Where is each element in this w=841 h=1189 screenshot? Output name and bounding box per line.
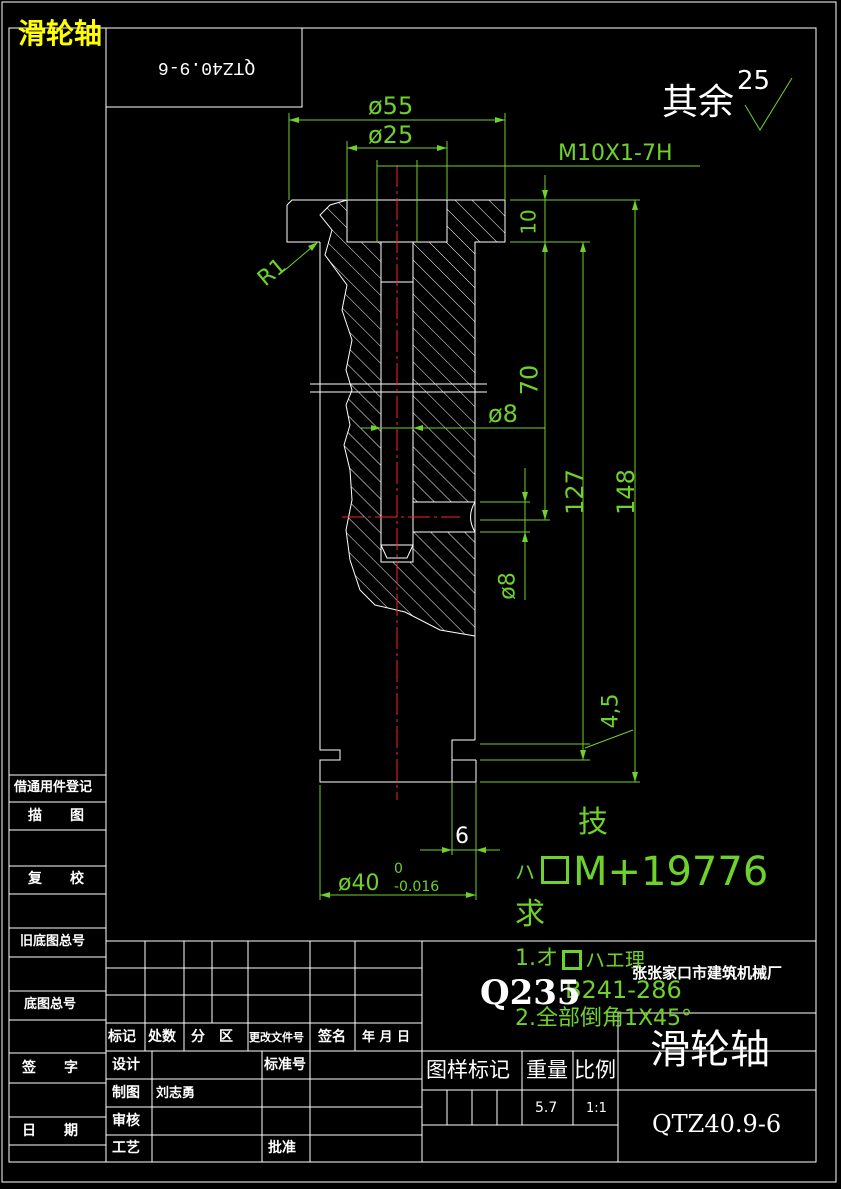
dim-dia8-b: ø8: [495, 572, 521, 600]
dim-dia40: ø40: [338, 871, 380, 896]
tb-pattern-mark: 图样标记: [426, 1058, 510, 1082]
tb-drafted: 制图: [112, 1085, 140, 1101]
title-block-grid: [106, 940, 816, 1162]
tech-note-4: 求: [515, 897, 545, 932]
dim-127: 127: [560, 469, 589, 515]
tb-count: 处数: [148, 1029, 176, 1045]
part-name: 滑轮轴: [650, 1027, 770, 1073]
cross-hole-cap: [470, 501, 476, 533]
tb-mark: 标记: [108, 1029, 136, 1045]
drawing-number: QTZ40.9-6: [652, 1110, 782, 1138]
label-date: 日 期: [22, 1123, 78, 1139]
tb-weight-value: 5.7: [535, 1100, 558, 1116]
dim-70: 70: [515, 364, 544, 396]
left-column-grid: [9, 774, 106, 1146]
label-borrowed: 借通用件登记: [14, 780, 93, 795]
dim-148: 148: [611, 469, 640, 515]
tb-drafter: 刘志勇: [156, 1086, 196, 1101]
dimension-lines: [284, 77, 793, 900]
dim-6: 6: [455, 824, 469, 849]
tb-zone: 分 区: [191, 1029, 233, 1045]
tb-signature: 签名: [318, 1029, 346, 1045]
dim-dia55: ø55: [368, 92, 414, 120]
tb-date: 年 月 日: [362, 1030, 411, 1045]
center-lines: [342, 165, 460, 800]
dim-dia25: ø25: [368, 121, 414, 149]
note-line3: 2.全部倒角1X45°: [515, 1006, 693, 1031]
missing-glyph-box-2: [562, 950, 582, 970]
dim-4-5: 4,5: [598, 693, 624, 729]
note-line1b: ハエ理: [585, 948, 645, 972]
stamp-code: QTZ40.9-6: [158, 57, 256, 77]
company-name: 张张家口市建筑机械厂: [632, 964, 783, 982]
stamp-box: [105, 27, 303, 108]
tb-scale: 比例: [574, 1058, 616, 1082]
label-sign: 签 字: [22, 1060, 78, 1076]
arrowheads: [289, 117, 638, 898]
note-line2: B241-286: [565, 976, 682, 1004]
tech-note-1: 技: [578, 805, 608, 840]
tb-process: 工艺: [112, 1140, 140, 1156]
label-review: 复 校: [28, 871, 84, 887]
roughness-value: 25: [737, 66, 771, 96]
tech-note-2: ハ: [515, 860, 535, 884]
label-illustration: 描 图: [28, 808, 84, 824]
dim-dia8-a: ø8: [488, 400, 518, 428]
inner-border: [8, 27, 817, 1163]
tb-check: 审核: [112, 1113, 140, 1129]
tb-scale-value: 1:1: [586, 1101, 607, 1116]
tech-note-3: M+19776: [573, 849, 769, 895]
part-section: [319, 199, 506, 637]
corner-title: 滑轮轴: [18, 17, 103, 50]
tb-weight: 重量: [526, 1058, 568, 1082]
dim-tol-lower: -0.016: [394, 879, 440, 895]
tb-design: 设计: [112, 1057, 140, 1073]
tb-approve: 批准: [268, 1140, 296, 1156]
missing-glyph-box: [541, 856, 569, 884]
label-base: 底图总号: [24, 997, 77, 1012]
dim-tol-upper: 0: [394, 861, 403, 877]
drill-tip: [380, 544, 414, 559]
note-line1: 1.オ: [515, 946, 558, 971]
tb-standardize: 标准号: [264, 1057, 306, 1073]
roughness-label: 其余: [662, 82, 735, 123]
dim-thread: M10X1-7H: [558, 141, 673, 166]
dim-10: 10: [516, 209, 541, 235]
material: Q235: [480, 973, 581, 1013]
label-old-base: 旧底图总号: [20, 934, 86, 949]
tb-change-doc: 更改文件号: [249, 1031, 304, 1044]
